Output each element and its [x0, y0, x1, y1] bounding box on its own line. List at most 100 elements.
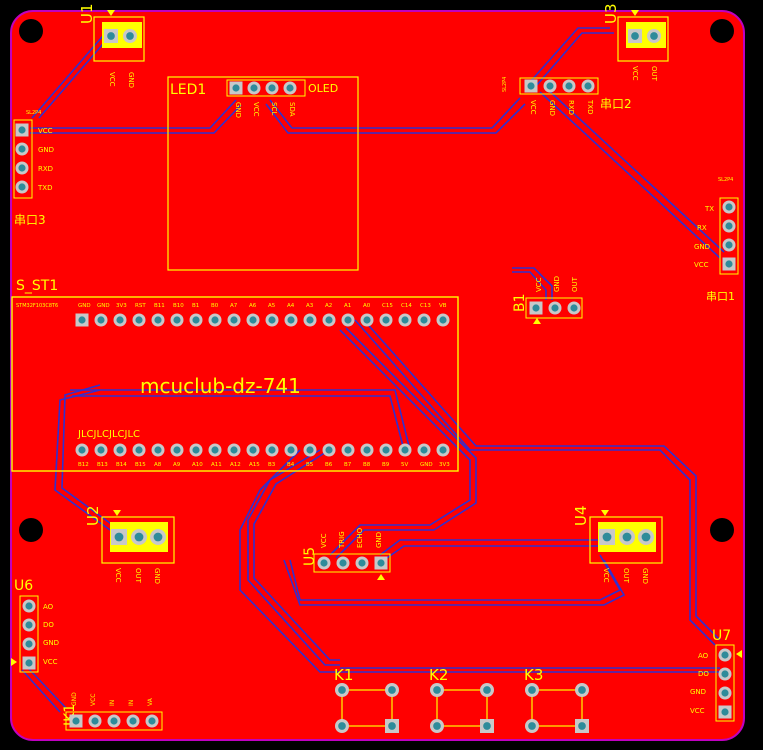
led1-pin-sda: SDA [288, 102, 296, 117]
pad [436, 443, 450, 457]
header-pin-label: A7 [230, 303, 238, 309]
pad-center [114, 532, 124, 542]
header-pin-label: B13 [97, 462, 108, 468]
u6-sensor: U6 AO DO GND VCC [11, 578, 59, 673]
u2-designator: U2 [84, 505, 102, 526]
pad-center [439, 316, 447, 324]
pad [722, 200, 736, 214]
pad-center [126, 32, 134, 40]
uart3-header: SL2P4 串口3 VCC GND RXD TXD [13, 110, 54, 227]
pad-center [358, 559, 366, 567]
pad-center [192, 316, 200, 324]
u5-ultrasonic: U5 VCC TRIG ECHO GND [302, 527, 391, 580]
header-pin-label: GND [420, 462, 433, 468]
pad [722, 238, 736, 252]
pad-center [148, 717, 156, 725]
pad [374, 556, 388, 570]
pad-center [377, 559, 385, 567]
pad [75, 443, 89, 457]
pad-center [134, 532, 144, 542]
pad [227, 443, 241, 457]
u7-pin-ao: AO [698, 652, 709, 660]
pad [303, 443, 317, 457]
board-title: mcuclub-dz-741 [140, 374, 301, 398]
k2-button: K2 [429, 666, 488, 727]
pad [126, 714, 140, 728]
pad-center [725, 203, 733, 211]
u3-pin-vcc: VCC [631, 66, 639, 81]
pad-center [129, 717, 137, 725]
pad [385, 719, 399, 733]
uart1-pin-rx: RX [697, 224, 707, 232]
pad [722, 219, 736, 233]
uart1-pin-vcc: VCC [694, 261, 709, 269]
header-pin-label: A4 [287, 303, 295, 309]
mounting-holes [19, 19, 734, 542]
pad-center [401, 446, 409, 454]
pad-center [116, 316, 124, 324]
u5-designator: U5 [302, 547, 318, 566]
u2-pin-gnd: GND [153, 568, 161, 584]
pad [322, 313, 336, 327]
pad-center [110, 717, 118, 725]
header-pin-label: A9 [173, 462, 181, 468]
pad-center [154, 446, 162, 454]
pad [628, 29, 642, 43]
jk1-pin-in2: IN [128, 700, 135, 706]
pad [341, 443, 355, 457]
pad-center [631, 32, 639, 40]
s-st1-designator: S_ST1 [16, 278, 58, 294]
pad-center [25, 621, 33, 629]
pad [336, 556, 350, 570]
pad-center [232, 84, 240, 92]
uart2-pin-gnd: GND [548, 100, 556, 116]
pad-center [433, 722, 441, 730]
pad [227, 313, 241, 327]
pad [524, 79, 538, 93]
pad [94, 443, 108, 457]
pad-center [363, 446, 371, 454]
u6-pin-vcc: VCC [43, 658, 58, 666]
k3-button: K3 [524, 666, 583, 727]
header-pin-label: 5V [401, 462, 408, 468]
pad [436, 313, 450, 327]
pad-center [401, 316, 409, 324]
pad-center [339, 559, 347, 567]
jk1-pin-va: VA [147, 697, 154, 706]
pad-center [287, 316, 295, 324]
u6-pin-ao: AO [43, 603, 54, 611]
pad-center [25, 640, 33, 648]
u6-pin-do: DO [43, 621, 54, 629]
u7-designator: U7 [712, 628, 731, 644]
u5-pin-echo: ECHO [356, 527, 364, 548]
pad [718, 667, 732, 681]
u1-pin-vcc: VCC [108, 72, 116, 87]
pad [265, 313, 279, 327]
pad [385, 683, 399, 697]
uart3-designator: SL2P4 [26, 110, 41, 116]
k2-designator: K2 [429, 666, 448, 684]
pad-center [268, 84, 276, 92]
uart3-pin-rxd: RXD [38, 165, 53, 173]
pad-center [211, 446, 219, 454]
pad [722, 257, 736, 271]
pad [575, 683, 589, 697]
led1-pin-vcc: VCC [252, 102, 260, 117]
pad [355, 556, 369, 570]
pad-center [18, 164, 26, 172]
u3-pin-out: OUT [650, 66, 658, 82]
pad [638, 529, 654, 545]
pad [647, 29, 661, 43]
pad [360, 313, 374, 327]
pad [548, 301, 562, 315]
pad-center [211, 316, 219, 324]
uart2-label: 串口2 [600, 97, 632, 111]
pad [398, 313, 412, 327]
pad [619, 529, 635, 545]
led1-pin-gnd: GND [234, 102, 242, 118]
pad [529, 301, 543, 315]
pad [151, 443, 165, 457]
jk1-pin-in1: IN [109, 700, 116, 706]
pad-center [382, 316, 390, 324]
